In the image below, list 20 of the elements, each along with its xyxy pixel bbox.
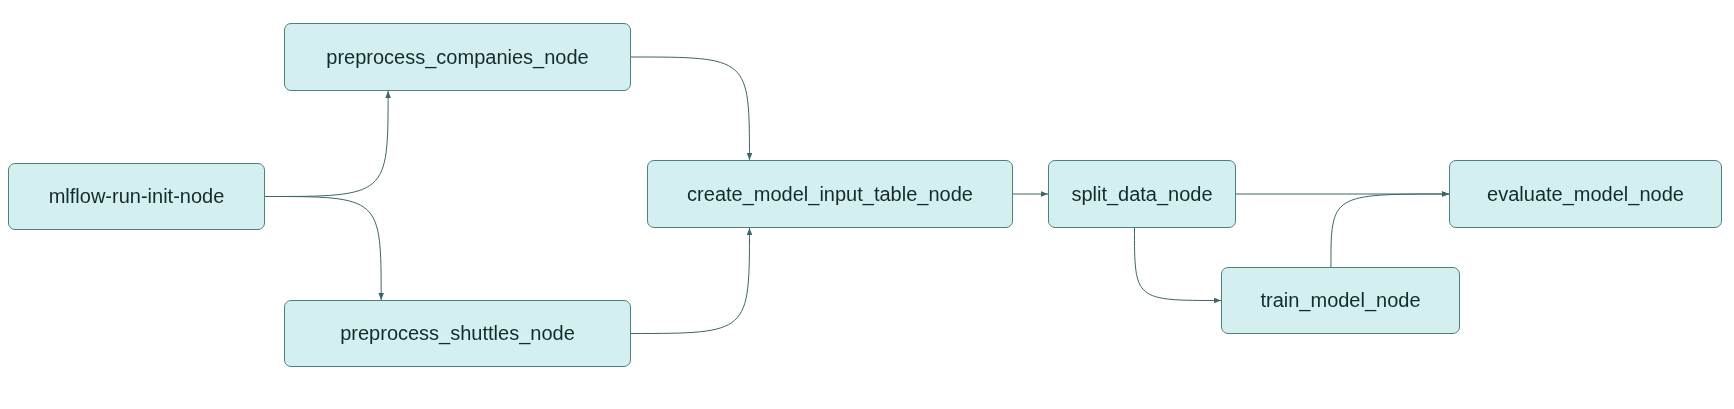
node-label: split_data_node [1071, 182, 1213, 206]
process-box [1048, 160, 1236, 228]
arrow [630, 227, 753, 334]
arrow [1012, 191, 1049, 197]
node-label: mlflow-run-init-node [48, 185, 225, 208]
process-box [647, 160, 1013, 228]
process-box [284, 300, 631, 367]
arrow [264, 196, 384, 301]
node-label: preprocess_shuttles_node [340, 322, 575, 345]
node-label: create_model_input_table_node [687, 182, 973, 206]
node-label: preprocess_companies_node [326, 45, 589, 69]
arrow [630, 56, 753, 161]
node-label: evaluate_model_node [1487, 182, 1684, 206]
process-box [1221, 267, 1460, 334]
process-box [1449, 160, 1722, 228]
process-box [284, 23, 631, 91]
node-label: train_model_node [1260, 289, 1421, 312]
arrow [1134, 227, 1222, 304]
process-box [8, 163, 265, 230]
arrow [1330, 191, 1450, 268]
